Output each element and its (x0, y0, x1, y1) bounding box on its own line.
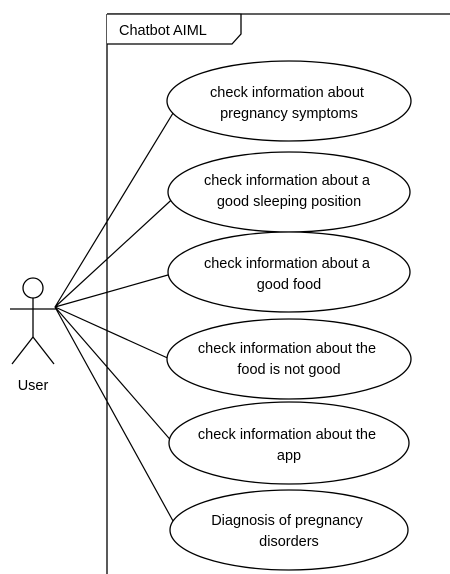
actor-left-leg (11, 336, 34, 365)
use-case-uc-3[interactable]: check information about a good food (167, 231, 411, 313)
use-case-uc-4[interactable]: check information about the food is not … (166, 318, 412, 400)
association-uc-5 (54, 306, 175, 445)
actor-head (22, 277, 44, 299)
use-case-ellipse (169, 489, 409, 571)
use-case-label: check information about the app (198, 427, 380, 464)
use-case-label: check information about the food is not … (198, 341, 380, 378)
use-case-label: check information about a good food (204, 256, 374, 293)
use-case-label: check information about pregnancy sympto… (210, 85, 368, 122)
system-label: Chatbot AIML (119, 23, 207, 39)
system-label-tab (107, 13, 242, 45)
use-case-ellipse (166, 60, 412, 142)
association-uc-3 (54, 272, 176, 308)
use-case-label: Diagnosis of pregnancy disorders (211, 513, 367, 550)
use-case-uc-5[interactable]: check information about the app (168, 401, 410, 485)
association-uc-6 (54, 306, 179, 531)
use-case-uc-6[interactable]: Diagnosis of pregnancy disorders (169, 489, 409, 571)
associations (54, 99, 182, 531)
use-case-ellipse (168, 401, 410, 485)
association-uc-1 (54, 99, 182, 308)
actor-user[interactable] (10, 277, 56, 365)
use-case-ellipse (167, 151, 411, 233)
use-case-label: check information about a good sleeping … (204, 173, 374, 210)
actor-label: User (18, 378, 49, 394)
system-boundary: Chatbot AIML (106, 13, 450, 574)
use-case-uc-2[interactable]: check information about a good sleeping … (167, 151, 411, 233)
association-uc-2 (54, 191, 181, 308)
use-case-uc-1[interactable]: check information about pregnancy sympto… (166, 60, 412, 142)
use-case-ellipse (167, 231, 411, 313)
use-case-ellipse (166, 318, 412, 400)
actor-right-leg (32, 336, 55, 365)
association-uc-4 (54, 306, 173, 361)
